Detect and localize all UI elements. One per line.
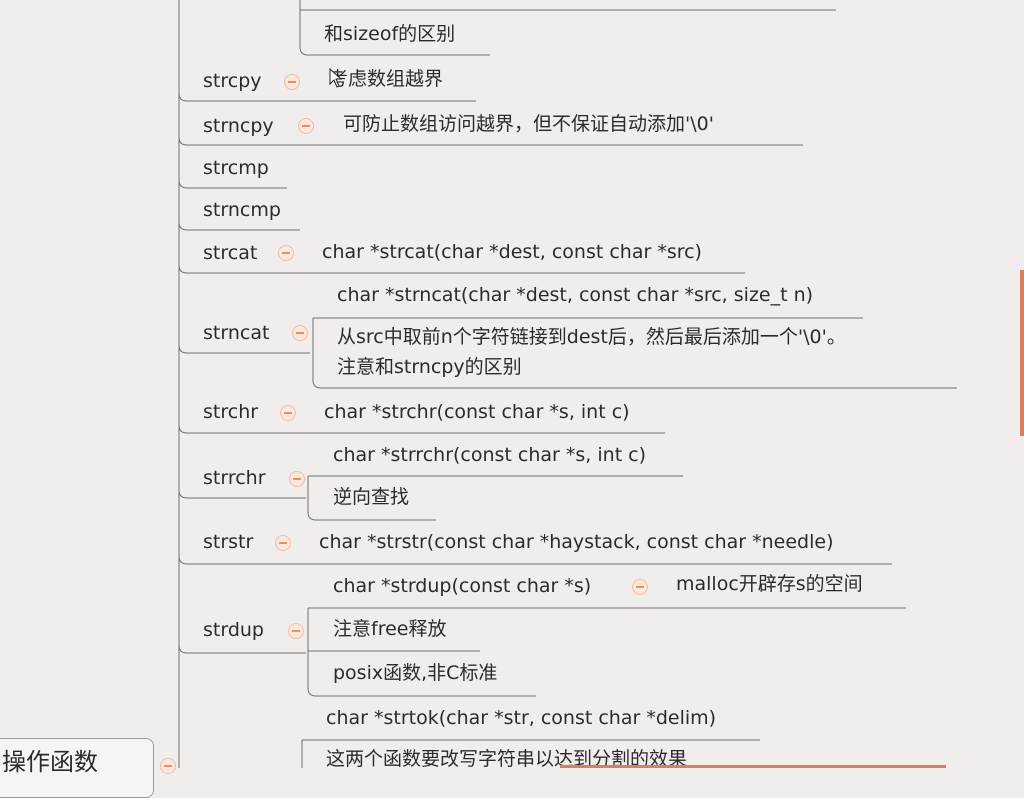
- note-strncat-line1: 从src中取前n个字符链接到dest后，然后最后添加一个'\0'。: [337, 326, 846, 348]
- signature-strcat: char *strcat(char *dest, const char *src…: [322, 241, 702, 263]
- node-strcat[interactable]: strcat: [203, 242, 258, 264]
- node-strchr[interactable]: strchr: [203, 401, 259, 423]
- collapse-icon[interactable]: [292, 325, 308, 341]
- collapse-icon[interactable]: [280, 405, 296, 421]
- collapse-icon[interactable]: [278, 245, 294, 261]
- signature-strrchr: char *strrchr(const char *s, int c): [333, 444, 647, 466]
- node-strdup[interactable]: strdup: [203, 619, 264, 641]
- note-strdup-free: 注意free释放: [333, 618, 447, 640]
- node-strcmp[interactable]: strcmp: [203, 157, 269, 179]
- node-strncat[interactable]: strncat: [203, 322, 270, 344]
- note-strdup-malloc: malloc开辟存s的空间: [676, 573, 863, 595]
- note-strncat-line2: 注意和strncpy的区别: [337, 356, 522, 378]
- signature-strdup: char *strdup(const char *s): [333, 575, 592, 597]
- node-strncmp[interactable]: strncmp: [203, 199, 281, 221]
- node-strncpy[interactable]: strncpy: [203, 115, 274, 137]
- note-strrchr: 逆向查找: [333, 486, 410, 508]
- mindmap-connectors: [178, 0, 957, 768]
- note-strncpy: 可防止数组访问越界，但不保证自动添加'\0': [343, 113, 714, 135]
- node-strstr[interactable]: strstr: [203, 531, 254, 553]
- collapse-icon[interactable]: [288, 623, 304, 639]
- collapse-icon[interactable]: [298, 118, 314, 134]
- signature-strtok: char *strtok(char *str, const char *deli…: [326, 707, 717, 729]
- note-strtok: 这两个函数要改写字符串以达到分割的效果: [326, 748, 688, 770]
- root-label: 串操作函数: [0, 748, 98, 776]
- collapse-icon[interactable]: [275, 535, 291, 551]
- note-strcpy: 考虑数组越界: [329, 68, 444, 90]
- signature-strchr: char *strchr(const char *s, int c): [324, 401, 630, 423]
- collapse-icon[interactable]: [289, 471, 305, 487]
- mouse-pointer-icon: [329, 68, 343, 88]
- collapse-icon[interactable]: [284, 74, 300, 90]
- signature-strstr: char *strstr(const char *haystack, const…: [319, 531, 834, 553]
- note-sizeof-diff: 和sizeof的区别: [324, 23, 456, 45]
- selection-edge: [560, 765, 946, 768]
- note-strdup-posix: posix函数,非C标准: [333, 662, 498, 684]
- collapse-icon[interactable]: [160, 758, 176, 774]
- node-strrchr[interactable]: strrchr: [203, 467, 266, 489]
- selection-edge: [1020, 270, 1024, 436]
- node-strcpy[interactable]: strcpy: [203, 70, 262, 92]
- collapse-icon[interactable]: [632, 579, 648, 595]
- signature-strncat: char *strncat(char *dest, const char *sr…: [337, 284, 814, 306]
